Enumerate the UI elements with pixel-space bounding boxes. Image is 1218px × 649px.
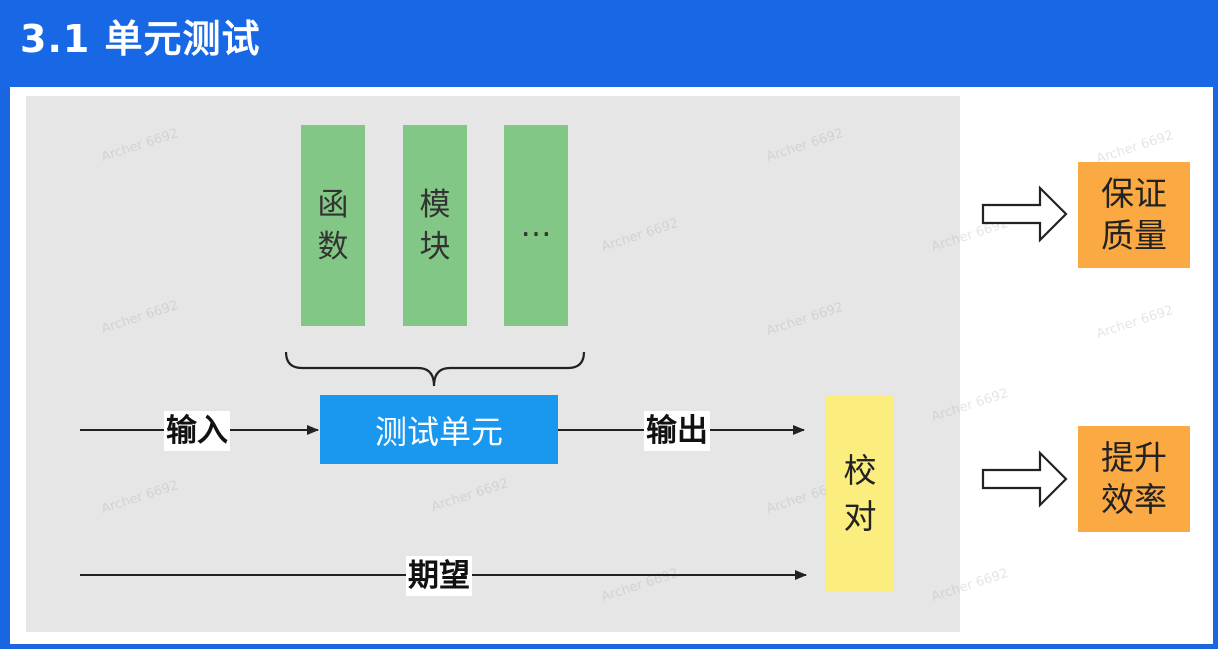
result-arrow-icon (981, 450, 1068, 508)
slide-title: 3.1 单元测试 (20, 17, 261, 61)
result-efficiency: 提升 效率 (1078, 426, 1190, 532)
input-label: 输入 (164, 411, 230, 451)
component-more: … (504, 125, 568, 326)
test-unit-box: 测试单元 (320, 395, 558, 464)
component-function: 函 数 (301, 125, 365, 326)
diagram-panel (26, 96, 960, 632)
output-label: 输出 (644, 411, 710, 451)
expect-label: 期望 (406, 556, 472, 596)
grouping-brace (284, 351, 586, 387)
check-box: 校 对 (826, 396, 894, 592)
footer-credit: @稀土掘金技术社区 (1065, 626, 1210, 645)
result-arrow-icon (981, 185, 1068, 243)
component-module: 模 块 (403, 125, 467, 326)
result-quality: 保证 质量 (1078, 162, 1190, 268)
title-bar: 3.1 单元测试 (0, 0, 1218, 90)
